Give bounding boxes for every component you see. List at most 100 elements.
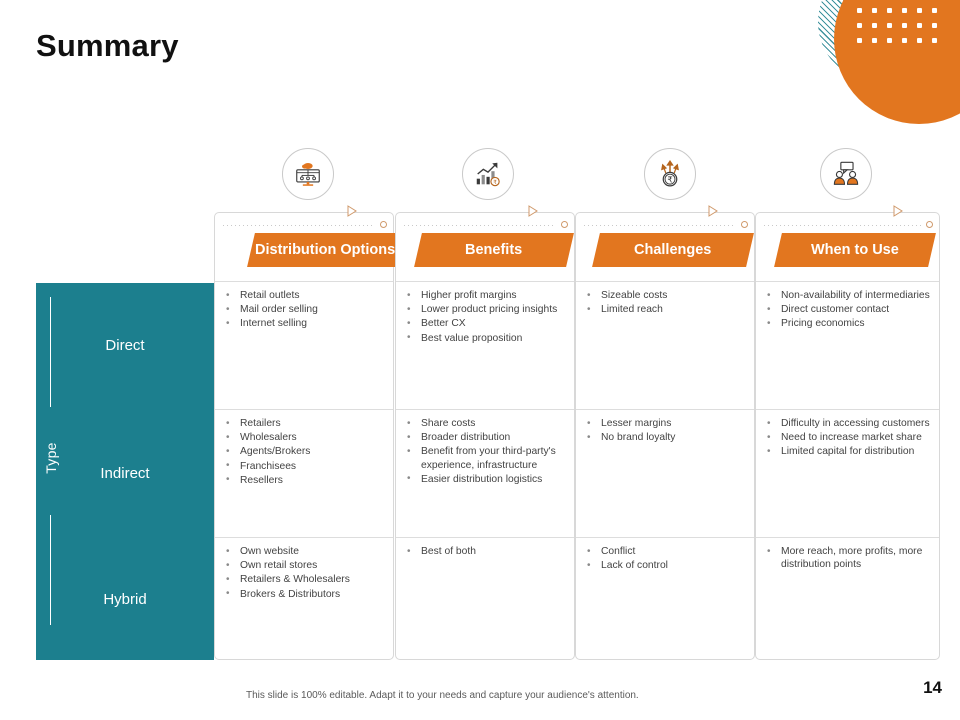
bullet-list: Own websiteOwn retail storesRetailers & … bbox=[223, 544, 385, 601]
type-row-hybrid: Hybrid bbox=[103, 591, 147, 608]
column-header-banner[interactable]: When to Use bbox=[774, 233, 936, 267]
list-item: Conflict bbox=[584, 544, 746, 558]
bullet-list: Lesser marginsNo brand loyalty bbox=[584, 416, 746, 444]
dot bbox=[872, 38, 877, 43]
svg-text:₹: ₹ bbox=[667, 174, 672, 184]
dot bbox=[902, 8, 907, 13]
cell-1-2: Best of both bbox=[396, 537, 574, 661]
bullet-list: Sizeable costsLimited reach bbox=[584, 288, 746, 316]
dot bbox=[857, 23, 862, 28]
column-header-label: Distribution Options bbox=[254, 242, 396, 258]
column-card-challenges[interactable]: ChallengesSizeable costsLimited reachLes… bbox=[575, 205, 755, 661]
type-row-indirect: Indirect bbox=[100, 465, 150, 482]
type-row-direct: Direct bbox=[105, 337, 145, 354]
column-header-label: When to Use bbox=[811, 242, 899, 258]
bullet-list: Share costsBroader distributionBenefit f… bbox=[404, 416, 566, 486]
list-item: Lack of control bbox=[584, 559, 746, 572]
bullet-list: More reach, more profits, more distribut… bbox=[764, 544, 931, 571]
dot bbox=[917, 38, 922, 43]
list-item: Limited capital for distribution bbox=[764, 445, 931, 458]
dotted-connector-line bbox=[584, 225, 736, 226]
bullet-list: Best of both bbox=[404, 544, 566, 558]
bullet-list: Difficulty in accessing customersNeed to… bbox=[764, 416, 931, 459]
cell-0-2: Own websiteOwn retail storesRetailers & … bbox=[215, 537, 393, 661]
list-item: Better CX bbox=[404, 317, 566, 330]
two-people-conversation-icon bbox=[820, 148, 872, 200]
list-item: Need to increase market share bbox=[764, 431, 931, 444]
list-item: Difficulty in accessing customers bbox=[764, 416, 931, 430]
dot bbox=[887, 23, 892, 28]
list-item: Mail order selling bbox=[223, 303, 385, 316]
list-item: Share costs bbox=[404, 416, 566, 430]
page-title: Summary bbox=[36, 28, 179, 63]
arrow-marker-icon bbox=[526, 204, 540, 218]
axis-line-top bbox=[50, 297, 52, 407]
rupee-coin-arrows-icon: ₹ bbox=[644, 148, 696, 200]
cell-1-0: Higher profit marginsLower product prici… bbox=[396, 281, 574, 409]
column-header-label: Challenges bbox=[634, 242, 712, 258]
list-item: More reach, more profits, more distribut… bbox=[764, 544, 931, 571]
dot bbox=[917, 23, 922, 28]
list-item: Resellers bbox=[223, 473, 385, 487]
column-header-banner[interactable]: Distribution Options bbox=[247, 233, 403, 267]
bullet-list: Higher profit marginsLower product prici… bbox=[404, 288, 566, 345]
list-item: Lower product pricing insights bbox=[404, 303, 566, 316]
cell-1-1: Share costsBroader distributionBenefit f… bbox=[396, 409, 574, 537]
icon-row: ₹ ₹ bbox=[0, 148, 960, 204]
list-item: Own website bbox=[223, 544, 385, 558]
list-item: Direct customer contact bbox=[764, 303, 931, 316]
arrow-marker-icon bbox=[345, 204, 359, 218]
dot bbox=[902, 23, 907, 28]
bullet-list: Non-availability of intermediariesDirect… bbox=[764, 288, 931, 331]
list-item: Retailers bbox=[223, 416, 385, 430]
bullet-list: ConflictLack of control bbox=[584, 544, 746, 572]
dotted-connector-line bbox=[764, 225, 921, 226]
list-item: No brand loyalty bbox=[584, 431, 746, 444]
cell-2-0: Sizeable costsLimited reach bbox=[576, 281, 754, 409]
page-number: 14 bbox=[923, 678, 942, 697]
cell-3-2: More reach, more profits, more distribut… bbox=[756, 537, 939, 661]
svg-text:₹: ₹ bbox=[493, 179, 497, 186]
list-item: Limited reach bbox=[584, 303, 746, 316]
list-item: Own retail stores bbox=[223, 559, 385, 572]
column-card-benefits[interactable]: BenefitsHigher profit marginsLower produ… bbox=[395, 205, 575, 661]
dot bbox=[902, 38, 907, 43]
list-item: Higher profit margins bbox=[404, 288, 566, 302]
list-item: Best of both bbox=[404, 544, 566, 558]
cell-0-1: RetailersWholesalersAgents/BrokersFranch… bbox=[215, 409, 393, 537]
dotted-connector-line bbox=[404, 225, 556, 226]
column-header-banner[interactable]: Challenges bbox=[592, 233, 754, 267]
cell-0-0: Retail outletsMail order sellingInternet… bbox=[215, 281, 393, 409]
axis-line-bottom bbox=[50, 515, 52, 625]
cell-3-0: Non-availability of intermediariesDirect… bbox=[756, 281, 939, 409]
column-header-banner[interactable]: Benefits bbox=[414, 233, 574, 267]
list-item: Retail outlets bbox=[223, 288, 385, 302]
dot bbox=[887, 38, 892, 43]
list-item: Pricing economics bbox=[764, 317, 931, 330]
dot bbox=[857, 38, 862, 43]
list-item: Lesser margins bbox=[584, 416, 746, 430]
list-item: Wholesalers bbox=[223, 431, 385, 444]
column-card-distribution-options[interactable]: Distribution OptionsRetail outletsMail o… bbox=[214, 205, 403, 661]
column-header-label: Benefits bbox=[465, 242, 523, 258]
arrow-marker-icon bbox=[891, 204, 905, 218]
dotted-connector-line bbox=[223, 225, 375, 226]
dot bbox=[917, 8, 922, 13]
list-item: Non-availability of intermediaries bbox=[764, 288, 931, 302]
dot bbox=[932, 38, 937, 43]
dot bbox=[887, 8, 892, 13]
list-item: Internet selling bbox=[223, 317, 385, 330]
dot bbox=[932, 23, 937, 28]
bullet-list: RetailersWholesalersAgents/BrokersFranch… bbox=[223, 416, 385, 487]
footer-note: This slide is 100% editable. Adapt it to… bbox=[246, 690, 639, 701]
cell-2-2: ConflictLack of control bbox=[576, 537, 754, 661]
bullet-list: Retail outletsMail order sellingInternet… bbox=[223, 288, 385, 331]
list-item: Broader distribution bbox=[404, 431, 566, 444]
list-item: Agents/Brokers bbox=[223, 445, 385, 458]
arrow-marker-icon bbox=[706, 204, 720, 218]
connector-node-icon bbox=[741, 221, 748, 228]
dot-grid-decoration bbox=[857, 8, 942, 48]
distribution-network-monitor-icon bbox=[282, 148, 334, 200]
column-card-when-to-use[interactable]: When to UseNon-availability of intermedi… bbox=[755, 205, 940, 661]
